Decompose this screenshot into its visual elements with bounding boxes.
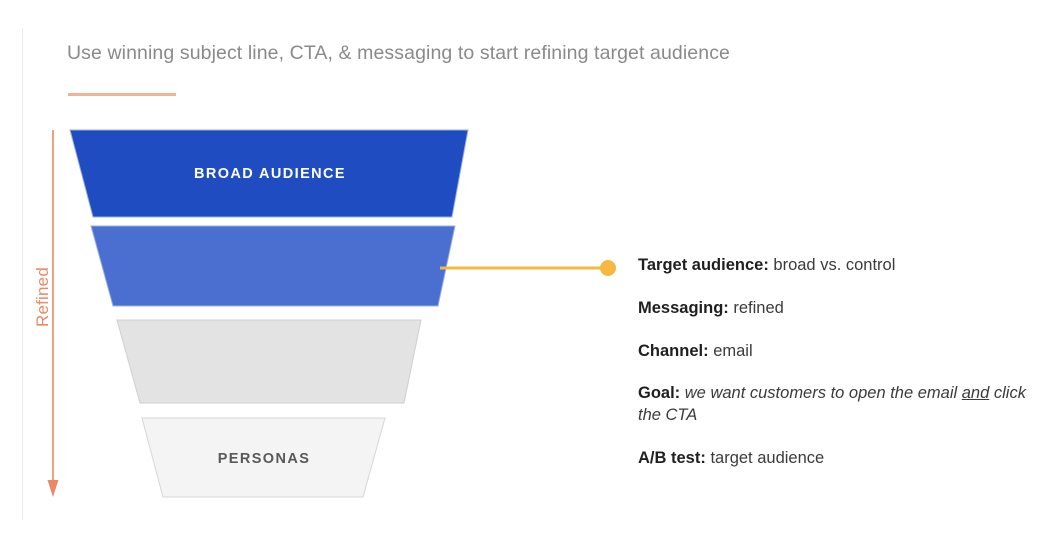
funnel-layer-2[interactable] (90, 225, 456, 307)
connector-dot-icon (600, 260, 616, 276)
detail-row: Goal: we want customers to open the emai… (638, 383, 1038, 427)
funnel-layer-1[interactable] (69, 129, 469, 218)
detail-row: Channel: email (638, 341, 1038, 363)
detail-key: Channel: (638, 341, 709, 360)
detail-value: we want customers to open the email and … (638, 384, 1026, 425)
funnel-layer-4-label: PERSONAS (217, 451, 311, 467)
detail-value: target audience (710, 448, 825, 467)
funnel-layer-1-label: BROAD AUDIENCE (194, 166, 346, 182)
refined-axis: Refined (0, 0, 110, 550)
detail-value: broad vs. control (773, 256, 896, 274)
emphasized-word: and (961, 384, 990, 403)
detail-key: Target audience: (638, 256, 769, 274)
detail-value: refined (733, 298, 784, 317)
detail-key: Messaging: (638, 298, 729, 317)
detail-key: A/B test: (638, 448, 706, 467)
detail-row: A/B test: target audience (638, 448, 1038, 470)
title-accent-underline (68, 93, 176, 96)
funnel-layer-3[interactable] (116, 319, 422, 404)
left-divider-rule (22, 28, 23, 520)
detail-row: Messaging: refined (638, 298, 1038, 320)
detail-key: Goal: (638, 384, 681, 403)
page-title: Use winning subject line, CTA, & messagi… (67, 42, 730, 64)
refined-arrow-icon (47, 130, 59, 497)
detail-value: email (713, 341, 753, 360)
experiment-details-panel: Target audience: broad vs. control Messa… (638, 255, 1038, 470)
funnel-layer-4[interactable] (141, 417, 386, 498)
detail-row: Target audience: broad vs. control (638, 255, 1038, 277)
